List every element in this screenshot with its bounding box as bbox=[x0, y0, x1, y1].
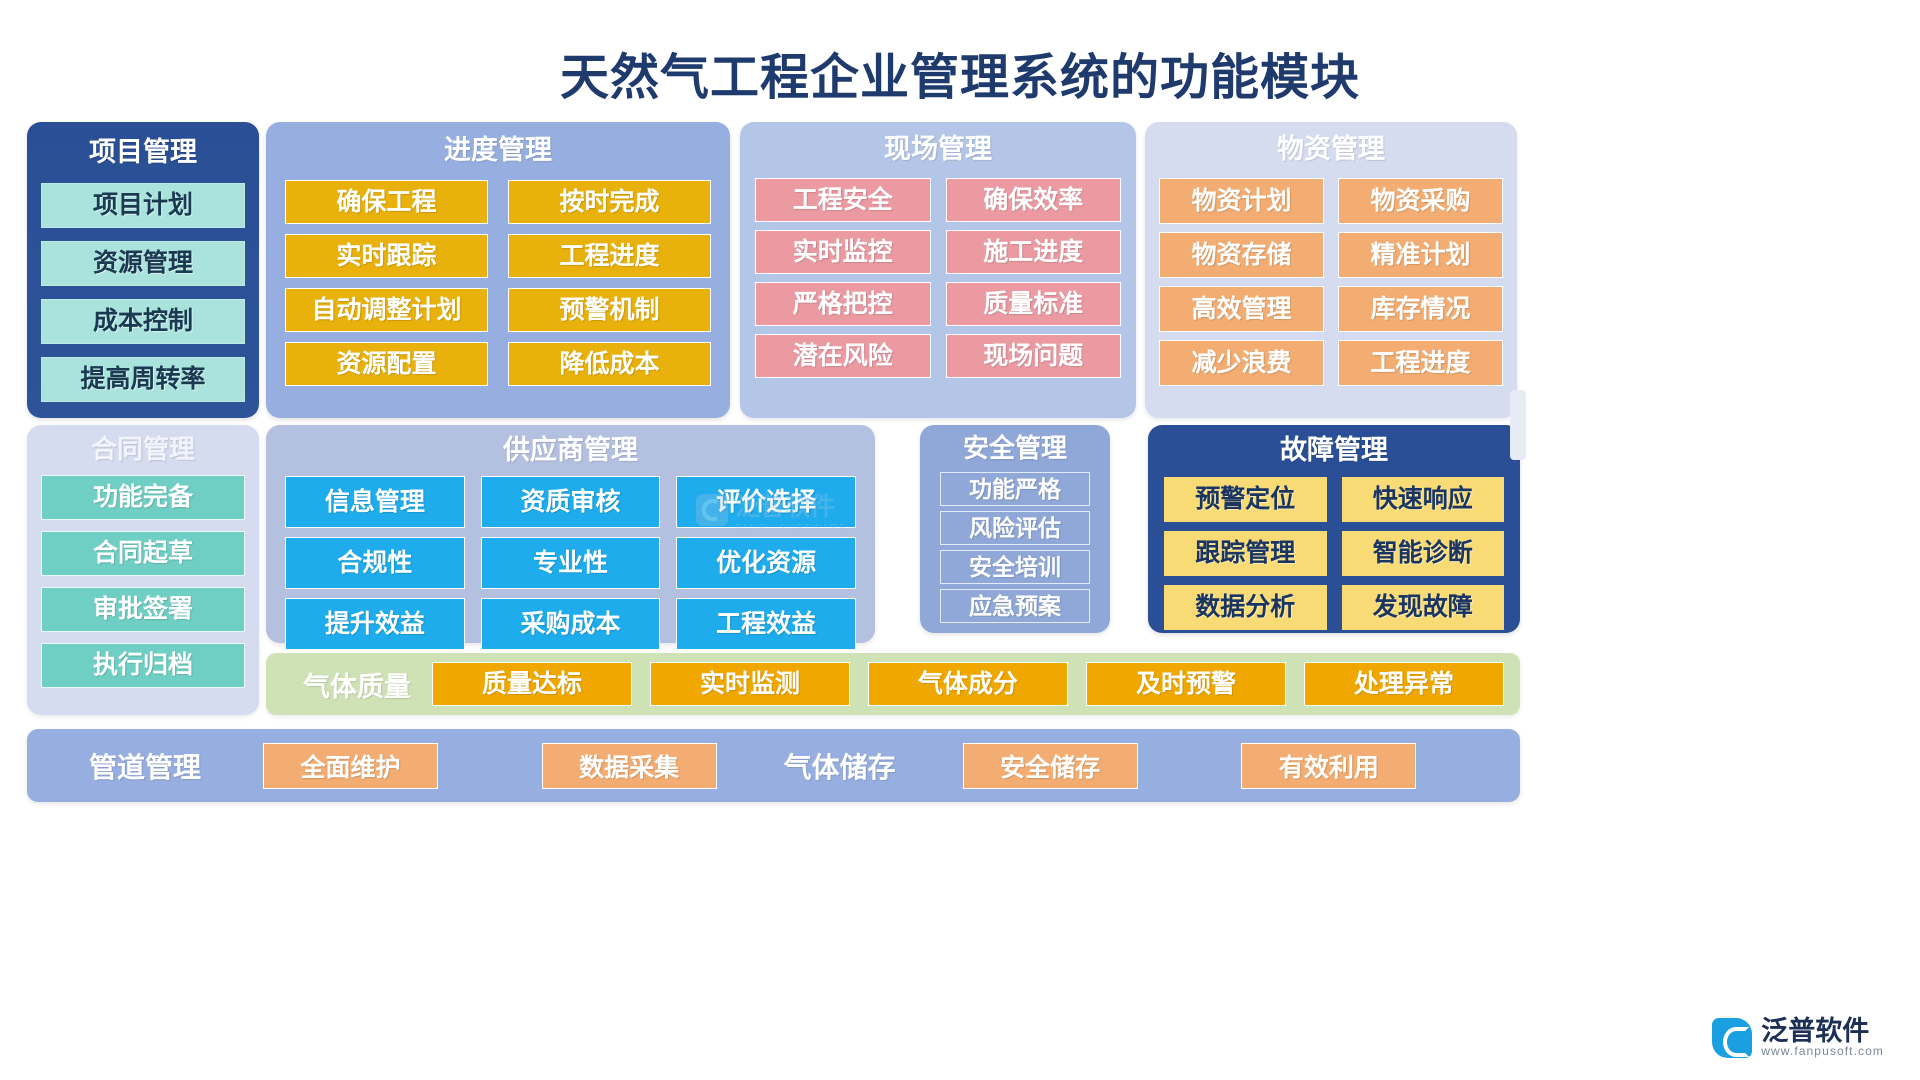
chip-safety-3[interactable]: 应急预案 bbox=[940, 589, 1090, 623]
card-title-safety: 安全管理 bbox=[962, 434, 1067, 463]
chip-fault-0[interactable]: 预警定位 bbox=[1164, 477, 1327, 522]
brand-name-cn: 泛普软件 bbox=[1761, 1016, 1870, 1047]
chip-list-safety: 功能严格 风险评估 安全培训 应急预案 bbox=[920, 472, 1110, 623]
chip-material-5[interactable]: 库存情况 bbox=[1338, 286, 1503, 332]
chip-contract-3[interactable]: 执行归档 bbox=[41, 643, 245, 688]
card-title-site: 现场管理 bbox=[884, 134, 992, 164]
page-title: 天然气工程企业管理系统的功能模块 bbox=[559, 50, 1360, 105]
chip-list-project: 项目计划 资源管理 成本控制 提高周转率 bbox=[27, 183, 259, 402]
card-safety-management: 安全管理 功能严格 风险评估 安全培训 应急预案 bbox=[920, 425, 1110, 633]
chip-schedule-3[interactable]: 工程进度 bbox=[508, 234, 711, 278]
card-supplier-management: 供应商管理 信息管理 资质审核 评价选择 合规性 专业性 优化资源 提升效益 采… bbox=[266, 425, 875, 650]
chip-site-4[interactable]: 严格把控 bbox=[755, 282, 931, 326]
chip-schedule-4[interactable]: 自动调整计划 bbox=[285, 288, 488, 332]
chip-material-2[interactable]: 物资存储 bbox=[1159, 232, 1324, 278]
chip-schedule-2[interactable]: 实时跟踪 bbox=[285, 234, 488, 278]
band-title-storage: 气体储存 bbox=[783, 752, 896, 784]
chip-bottom-1[interactable]: 数据采集 bbox=[541, 742, 717, 789]
chip-bottom-2[interactable]: 安全储存 bbox=[962, 742, 1138, 789]
chip-fault-1[interactable]: 快速响应 bbox=[1341, 477, 1504, 522]
card-project-management: 项目管理 项目计划 资源管理 成本控制 提高周转率 bbox=[27, 122, 259, 418]
card-title-project: 项目管理 bbox=[89, 137, 197, 167]
brand-text: 泛普软件 www.fanpusoft.com bbox=[1761, 1017, 1884, 1058]
chip-site-5[interactable]: 质量标准 bbox=[945, 282, 1121, 326]
chip-site-3[interactable]: 施工进度 bbox=[945, 230, 1121, 274]
chip-supplier-7[interactable]: 采购成本 bbox=[480, 598, 661, 650]
chip-schedule-5[interactable]: 预警机制 bbox=[508, 288, 711, 332]
chip-safety-0[interactable]: 功能严格 bbox=[940, 472, 1090, 506]
card-title-contract: 合同管理 bbox=[90, 435, 195, 464]
chip-contract-2[interactable]: 审批签署 bbox=[41, 587, 245, 632]
chip-gas-quality-2[interactable]: 气体成分 bbox=[868, 662, 1068, 706]
card-title-schedule: 进度管理 bbox=[444, 135, 552, 165]
chip-supplier-3[interactable]: 合规性 bbox=[285, 537, 465, 589]
chip-grid-supplier: 信息管理 资质审核 评价选择 合规性 专业性 优化资源 提升效益 采购成本 工程… bbox=[266, 476, 875, 650]
chip-safety-2[interactable]: 安全培训 bbox=[940, 550, 1090, 584]
chip-list-gas-quality: 质量达标 实时监测 气体成分 及时预警 处理异常 bbox=[432, 662, 1504, 706]
band-pipeline-and-storage: 管道管理 全面维护 数据采集 气体储存 安全储存 有效利用 bbox=[27, 729, 1520, 802]
band-gas-quality: 气体质量 质量达标 实时监测 气体成分 及时预警 处理异常 bbox=[266, 653, 1520, 715]
card-contract-management: 合同管理 功能完备 合同起草 审批签署 执行归档 bbox=[27, 425, 259, 715]
band-title-gas-quality: 气体质量 bbox=[303, 671, 411, 702]
chip-site-2[interactable]: 实时监控 bbox=[755, 230, 931, 274]
card-fault-management: 故障管理 预警定位 快速响应 跟踪管理 智能诊断 数据分析 发现故障 bbox=[1148, 425, 1520, 633]
chip-fault-3[interactable]: 智能诊断 bbox=[1341, 531, 1504, 576]
chip-contract-1[interactable]: 合同起草 bbox=[41, 531, 245, 576]
chip-gas-quality-1[interactable]: 实时监测 bbox=[650, 662, 850, 706]
chip-material-4[interactable]: 高效管理 bbox=[1159, 286, 1324, 332]
chip-project-0[interactable]: 项目计划 bbox=[41, 183, 245, 228]
chip-site-1[interactable]: 确保效率 bbox=[945, 178, 1121, 222]
chip-material-0[interactable]: 物资计划 bbox=[1159, 178, 1324, 224]
chip-list-contract: 功能完备 合同起草 审批签署 执行归档 bbox=[27, 475, 259, 688]
chip-material-1[interactable]: 物资采购 bbox=[1338, 178, 1503, 224]
chip-grid-schedule: 确保工程 按时完成 实时跟踪 工程进度 自动调整计划 预警机制 资源配置 降低成… bbox=[266, 180, 730, 386]
chip-grid-site: 工程安全 确保效率 实时监控 施工进度 严格把控 质量标准 潜在风险 现场问题 bbox=[740, 178, 1136, 378]
chip-project-3[interactable]: 提高周转率 bbox=[41, 357, 245, 402]
chip-schedule-1[interactable]: 按时完成 bbox=[508, 180, 711, 224]
chip-schedule-6[interactable]: 资源配置 bbox=[285, 342, 488, 386]
chip-fault-2[interactable]: 跟踪管理 bbox=[1164, 531, 1327, 576]
chip-supplier-1[interactable]: 资质审核 bbox=[480, 476, 661, 528]
chip-gas-quality-4[interactable]: 处理异常 bbox=[1304, 662, 1504, 706]
chip-supplier-5[interactable]: 优化资源 bbox=[676, 537, 856, 589]
brand-logo: 泛普软件 www.fanpusoft.com bbox=[1712, 1017, 1884, 1058]
chip-bottom-0[interactable]: 全面维护 bbox=[263, 742, 438, 789]
card-material-management: 物资管理 物资计划 物资采购 物资存储 精准计划 高效管理 库存情况 减少浪费 … bbox=[1145, 122, 1517, 418]
chip-supplier-6[interactable]: 提升效益 bbox=[285, 598, 465, 650]
chip-supplier-0[interactable]: 信息管理 bbox=[285, 476, 465, 528]
fanpu-logo-icon bbox=[1712, 1017, 1753, 1058]
chip-contract-0[interactable]: 功能完备 bbox=[41, 475, 245, 520]
chip-schedule-0[interactable]: 确保工程 bbox=[285, 180, 488, 224]
chip-supplier-2[interactable]: 评价选择 bbox=[676, 476, 856, 528]
chip-fault-5[interactable]: 发现故障 bbox=[1341, 585, 1504, 630]
band-title-pipeline: 管道管理 bbox=[88, 752, 201, 784]
chip-material-3[interactable]: 精准计划 bbox=[1338, 232, 1503, 278]
chip-project-2[interactable]: 成本控制 bbox=[41, 299, 245, 344]
card-title-material: 物资管理 bbox=[1277, 134, 1385, 164]
chip-bottom-3[interactable]: 有效利用 bbox=[1241, 742, 1417, 789]
chip-supplier-4[interactable]: 专业性 bbox=[480, 537, 661, 589]
chip-site-0[interactable]: 工程安全 bbox=[755, 178, 931, 222]
right-edge-tab-decoration bbox=[1510, 390, 1526, 460]
chip-supplier-8[interactable]: 工程效益 bbox=[676, 598, 856, 650]
chip-grid-fault: 预警定位 快速响应 跟踪管理 智能诊断 数据分析 发现故障 bbox=[1148, 477, 1520, 630]
chip-material-7[interactable]: 工程进度 bbox=[1338, 340, 1503, 386]
chip-project-1[interactable]: 资源管理 bbox=[41, 241, 245, 286]
card-schedule-management: 进度管理 确保工程 按时完成 实时跟踪 工程进度 自动调整计划 预警机制 资源配… bbox=[266, 122, 730, 418]
chip-gas-quality-3[interactable]: 及时预警 bbox=[1086, 662, 1286, 706]
chip-safety-1[interactable]: 风险评估 bbox=[940, 511, 1090, 545]
card-title-fault: 故障管理 bbox=[1280, 435, 1388, 465]
chip-gas-quality-0[interactable]: 质量达标 bbox=[432, 662, 632, 706]
brand-name-en: www.fanpusoft.com bbox=[1761, 1044, 1884, 1059]
chip-fault-4[interactable]: 数据分析 bbox=[1164, 585, 1327, 630]
chip-material-6[interactable]: 减少浪费 bbox=[1159, 340, 1324, 386]
chip-grid-material: 物资计划 物资采购 物资存储 精准计划 高效管理 库存情况 减少浪费 工程进度 bbox=[1145, 178, 1517, 386]
chip-schedule-7[interactable]: 降低成本 bbox=[508, 342, 711, 386]
card-title-supplier: 供应商管理 bbox=[503, 435, 638, 465]
chip-site-7[interactable]: 现场问题 bbox=[945, 334, 1121, 378]
chip-site-6[interactable]: 潜在风险 bbox=[755, 334, 931, 378]
card-site-management: 现场管理 工程安全 确保效率 实时监控 施工进度 严格把控 质量标准 潜在风险 … bbox=[740, 122, 1136, 418]
